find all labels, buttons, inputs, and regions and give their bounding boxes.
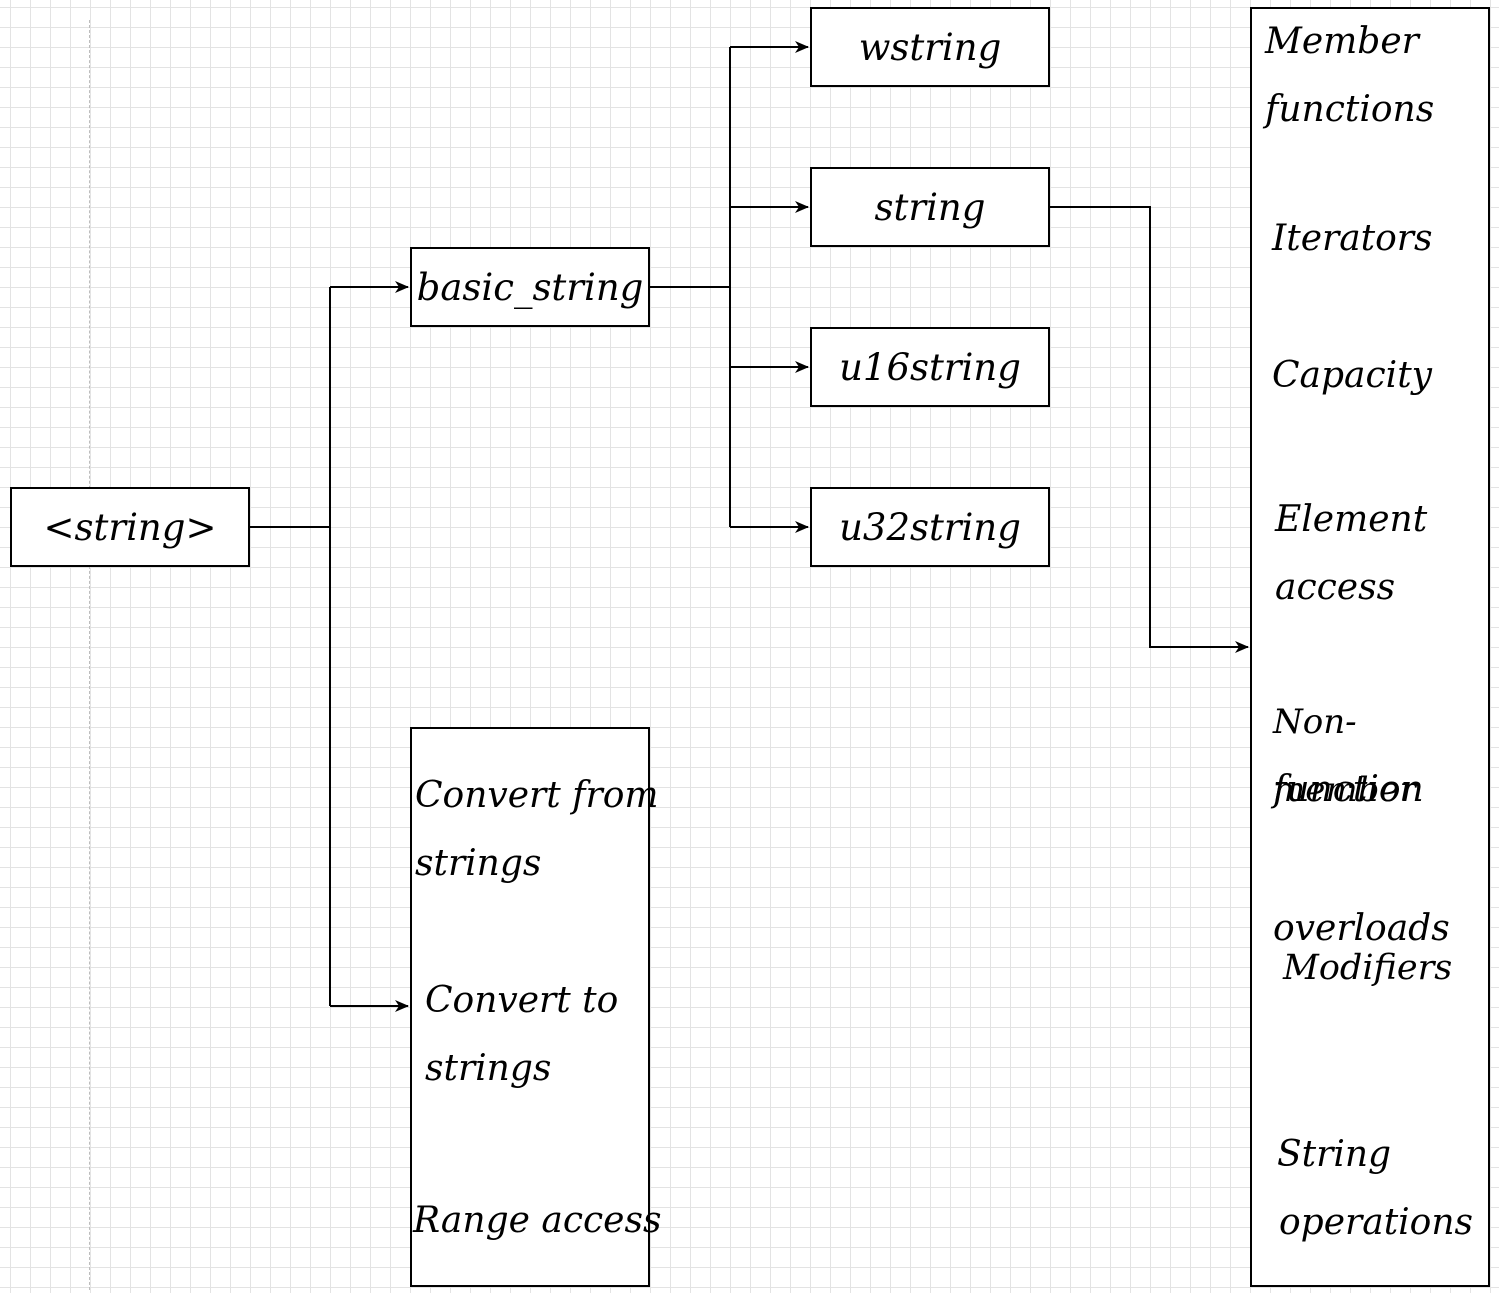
overloads-label: overloads xyxy=(1273,908,1450,949)
string-operations-line1: String xyxy=(1277,1134,1392,1175)
string-node[interactable]: string xyxy=(810,167,1050,247)
modifiers-label: Modifiers xyxy=(1283,948,1453,988)
convert-from-strings-line1: Convert from xyxy=(415,775,659,816)
non-member-line2: function xyxy=(1273,769,1424,810)
wstring-label: wstring xyxy=(858,25,1002,69)
capacity-label: Capacity xyxy=(1272,355,1432,396)
non-member-line1: Non-member xyxy=(1273,702,1416,810)
dashed-guide-line xyxy=(89,20,90,1290)
convert-to-strings-line1: Convert to xyxy=(425,980,619,1021)
u32string-label: u32string xyxy=(839,505,1021,549)
iterators-label: Iterators xyxy=(1272,218,1433,259)
string-members-box[interactable] xyxy=(1250,7,1490,1287)
wstring-node[interactable]: wstring xyxy=(810,7,1050,87)
root-node[interactable]: <string> xyxy=(10,487,250,567)
element-access-line1: Element xyxy=(1275,499,1428,540)
element-access-line2: access xyxy=(1275,567,1396,608)
root-node-label: <string> xyxy=(43,505,217,549)
u16string-node[interactable]: u16string xyxy=(810,327,1050,407)
basic-string-node[interactable]: basic_string xyxy=(410,247,650,327)
convert-from-strings-line2: strings xyxy=(415,843,542,884)
conversions-box[interactable] xyxy=(410,727,650,1287)
string-label: string xyxy=(874,185,986,229)
u16string-label: u16string xyxy=(839,345,1021,389)
convert-to-strings-line2: strings xyxy=(425,1048,552,1089)
basic-string-label: basic_string xyxy=(416,265,644,309)
string-operations-line2: operations xyxy=(1279,1202,1474,1243)
range-access-label: Range access xyxy=(413,1200,662,1241)
u32string-node[interactable]: u32string xyxy=(810,487,1050,567)
member-functions-line1: Member xyxy=(1265,21,1419,62)
member-functions-line2: functions xyxy=(1265,89,1435,130)
edge-string-members xyxy=(1050,206,1249,653)
